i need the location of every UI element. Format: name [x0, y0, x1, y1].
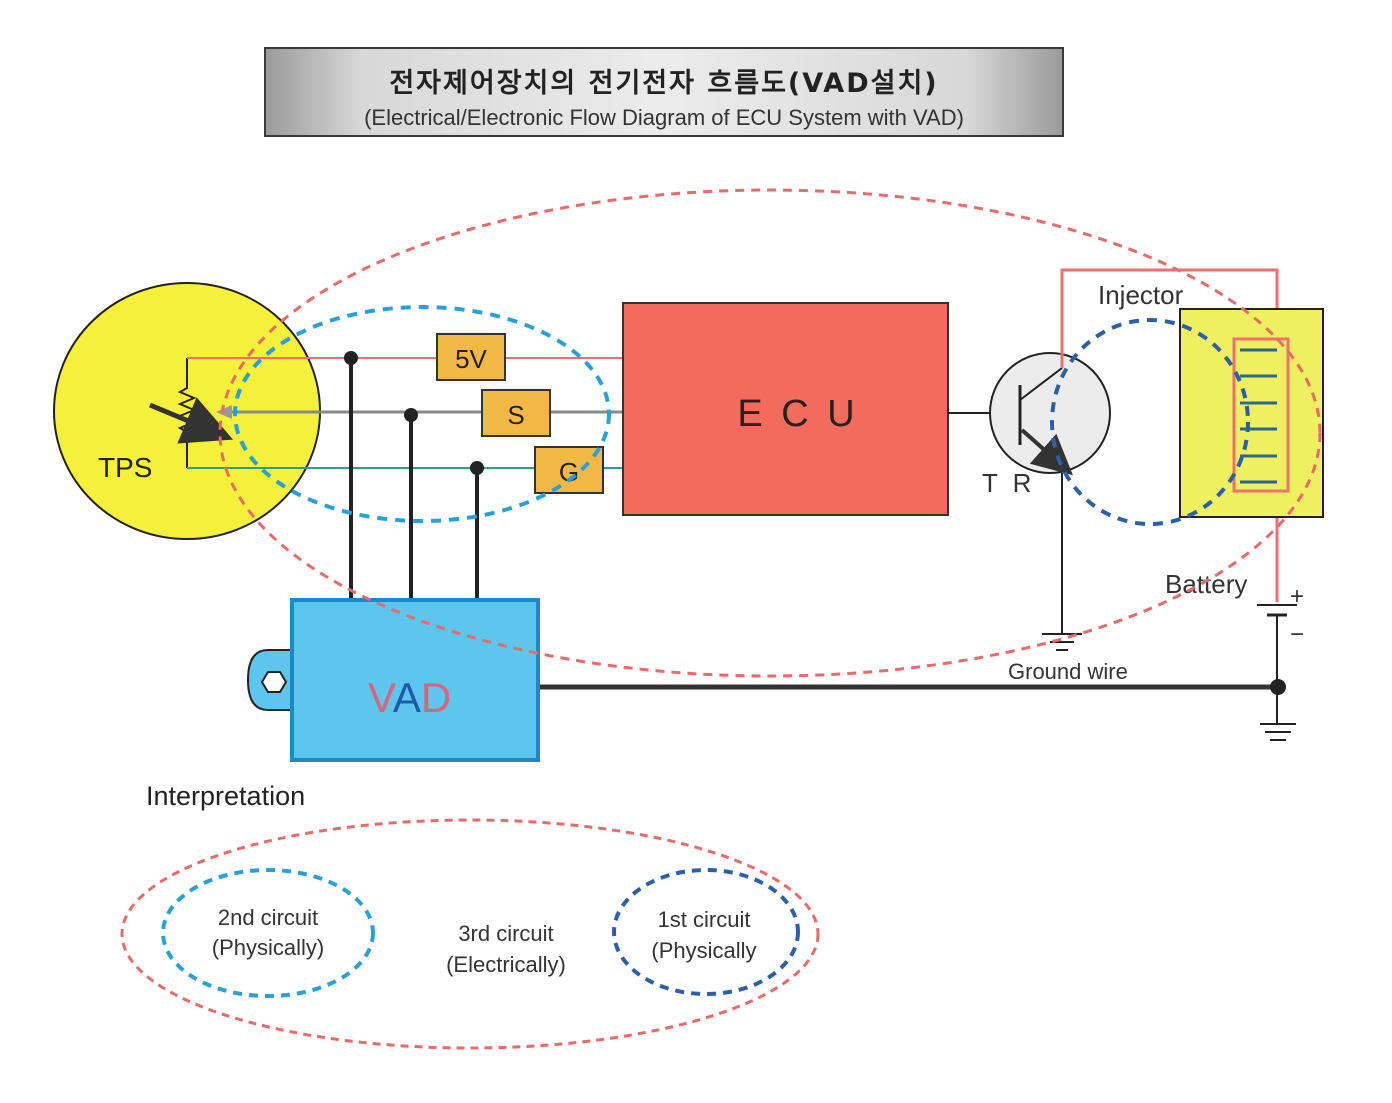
tps-label: TPS: [98, 452, 152, 483]
third-circuit-boundary: [218, 188, 1322, 678]
legend-third-line1: 3rd circuit: [458, 921, 553, 946]
legend-first-circuit-ellipse: [612, 868, 800, 996]
legend: Interpretation 2nd circuit (Physically) …: [120, 781, 820, 1050]
transistor-label: T R: [982, 468, 1035, 498]
second-circuit-boundary: [233, 305, 611, 523]
ecu-unit: E C U: [622, 302, 949, 516]
legend-heading: Interpretation: [146, 781, 305, 811]
potentiometer-arrow-icon: [149, 397, 234, 444]
junction-dot: [404, 408, 418, 422]
chassis-ground-icon: [1260, 723, 1296, 741]
injector: Injector: [1098, 280, 1324, 518]
legend-first-line2: (Physically: [651, 938, 756, 963]
vad-letter-d: D: [421, 674, 451, 721]
legend-second-circuit-ellipse: [161, 868, 375, 998]
legend-third-line2: (Electrically): [446, 952, 566, 977]
battery-plus: +: [1290, 583, 1304, 610]
vad-letter-v: V: [368, 674, 396, 721]
title-korean: 전자제어장치의 전기전자 흐름도(VAD설치): [389, 68, 939, 99]
svg-text:VAD: VAD: [368, 674, 451, 721]
label-s: S: [481, 389, 551, 437]
ground-junction-dot: [1270, 679, 1286, 695]
coil-icon: [1240, 348, 1277, 484]
junction-dot: [470, 461, 484, 475]
bolt-hole-icon: [260, 671, 288, 693]
junction-dot: [344, 351, 358, 365]
title-banner: 전자제어장치의 전기전자 흐름도(VAD설치) (Electrical/Elec…: [264, 47, 1064, 137]
vad-taps: [344, 351, 484, 600]
legend-first-line1: 1st circuit: [658, 907, 751, 932]
label-g-text: G: [559, 457, 579, 487]
signal-arrow-icon: [216, 405, 232, 419]
battery-minus: −: [1290, 621, 1304, 648]
injector-label: Injector: [1098, 280, 1184, 310]
injector-supply-wire: [1060, 268, 1279, 368]
label-g: G: [534, 446, 604, 494]
label-5v: 5V: [436, 333, 506, 381]
legend-second-line2: (Physically): [212, 935, 324, 960]
label-5v-text: 5V: [455, 344, 487, 374]
legend-second-line1: 2nd circuit: [218, 905, 318, 930]
battery: Battery + −: [1165, 569, 1304, 723]
ground-wire-label: Ground wire: [1008, 659, 1128, 684]
emitter-arrow-icon: [1020, 428, 1073, 476]
legend-third-circuit-ellipse: [120, 818, 820, 1050]
vad-device: VAD: [246, 598, 540, 762]
first-circuit-boundary: [1050, 318, 1250, 526]
ecu-label: E C U: [737, 393, 858, 435]
transistor: T R: [982, 352, 1111, 498]
label-s-text: S: [507, 400, 524, 430]
vad-letter-a: A: [393, 674, 421, 721]
title-english: (Electrical/Electronic Flow Diagram of E…: [364, 105, 964, 130]
battery-label: Battery: [1165, 569, 1247, 599]
